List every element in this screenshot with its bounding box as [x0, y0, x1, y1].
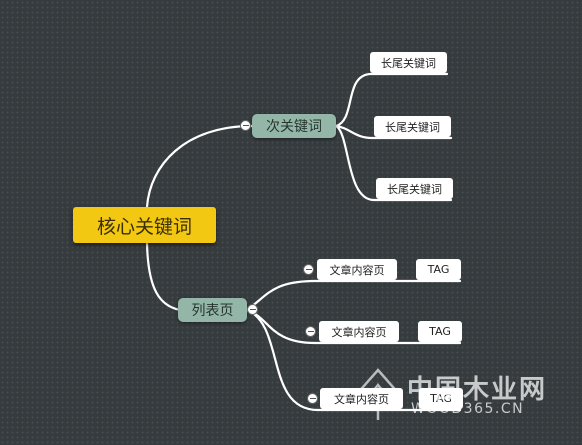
leaf-long-tail-keyword-2[interactable]: 长尾关键词 [374, 116, 451, 137]
subtopic-sub-keyword[interactable]: 次关键词 [252, 114, 336, 138]
leaf-article-page-3[interactable]: 文章内容页 [320, 388, 403, 409]
collapse-toggle-sub-keyword[interactable] [240, 120, 251, 131]
tag-label: TAG [429, 325, 451, 338]
collapse-toggle-article-2[interactable] [305, 326, 316, 337]
connector-root-to-list-page [145, 241, 182, 312]
subtopic-list-page[interactable]: 列表页 [178, 298, 247, 322]
root-node-label: 核心关键词 [96, 215, 192, 238]
leaf-label: 长尾关键词 [385, 120, 440, 134]
connector-sub-to-leaf-1 [334, 72, 449, 128]
tag-node-3[interactable]: TAG [419, 388, 463, 409]
watermark-title: 中国木业网 [407, 375, 548, 405]
leaf-long-tail-keyword-1[interactable]: 长尾关键词 [370, 52, 447, 73]
leaf-label: 文章内容页 [329, 263, 385, 277]
leaf-article-page-2[interactable]: 文章内容页 [319, 321, 399, 342]
collapse-toggle-list-page[interactable] [247, 304, 258, 315]
watermark-url: WOOD365.CN [411, 401, 525, 417]
leaf-label: 文章内容页 [331, 325, 387, 339]
connector-sub-to-leaf-2 [334, 124, 453, 140]
tag-node-1[interactable]: TAG [416, 259, 461, 280]
leaf-label: 长尾关键词 [381, 56, 436, 70]
connector-sub-to-leaf-3 [334, 124, 453, 202]
root-node[interactable]: 核心关键词 [73, 207, 216, 243]
leaf-article-page-1[interactable]: 文章内容页 [317, 259, 397, 280]
collapse-toggle-article-1[interactable] [303, 264, 314, 275]
collapse-toggle-article-3[interactable] [307, 393, 318, 404]
tag-label: TAG [430, 392, 452, 405]
connector-list-to-article-3 [245, 308, 462, 412]
tag-node-2[interactable]: TAG [418, 321, 462, 342]
leaf-long-tail-keyword-3[interactable]: 长尾关键词 [376, 178, 453, 199]
leaf-label: 长尾关键词 [387, 182, 442, 196]
connector-list-to-article-1 [245, 279, 462, 312]
connector-root-to-sub-keyword [145, 124, 254, 209]
subtopic-label: 列表页 [191, 303, 234, 319]
subtopic-label: 次关键词 [266, 119, 322, 135]
leaf-label: 文章内容页 [334, 392, 389, 406]
tag-label: TAG [427, 263, 450, 276]
